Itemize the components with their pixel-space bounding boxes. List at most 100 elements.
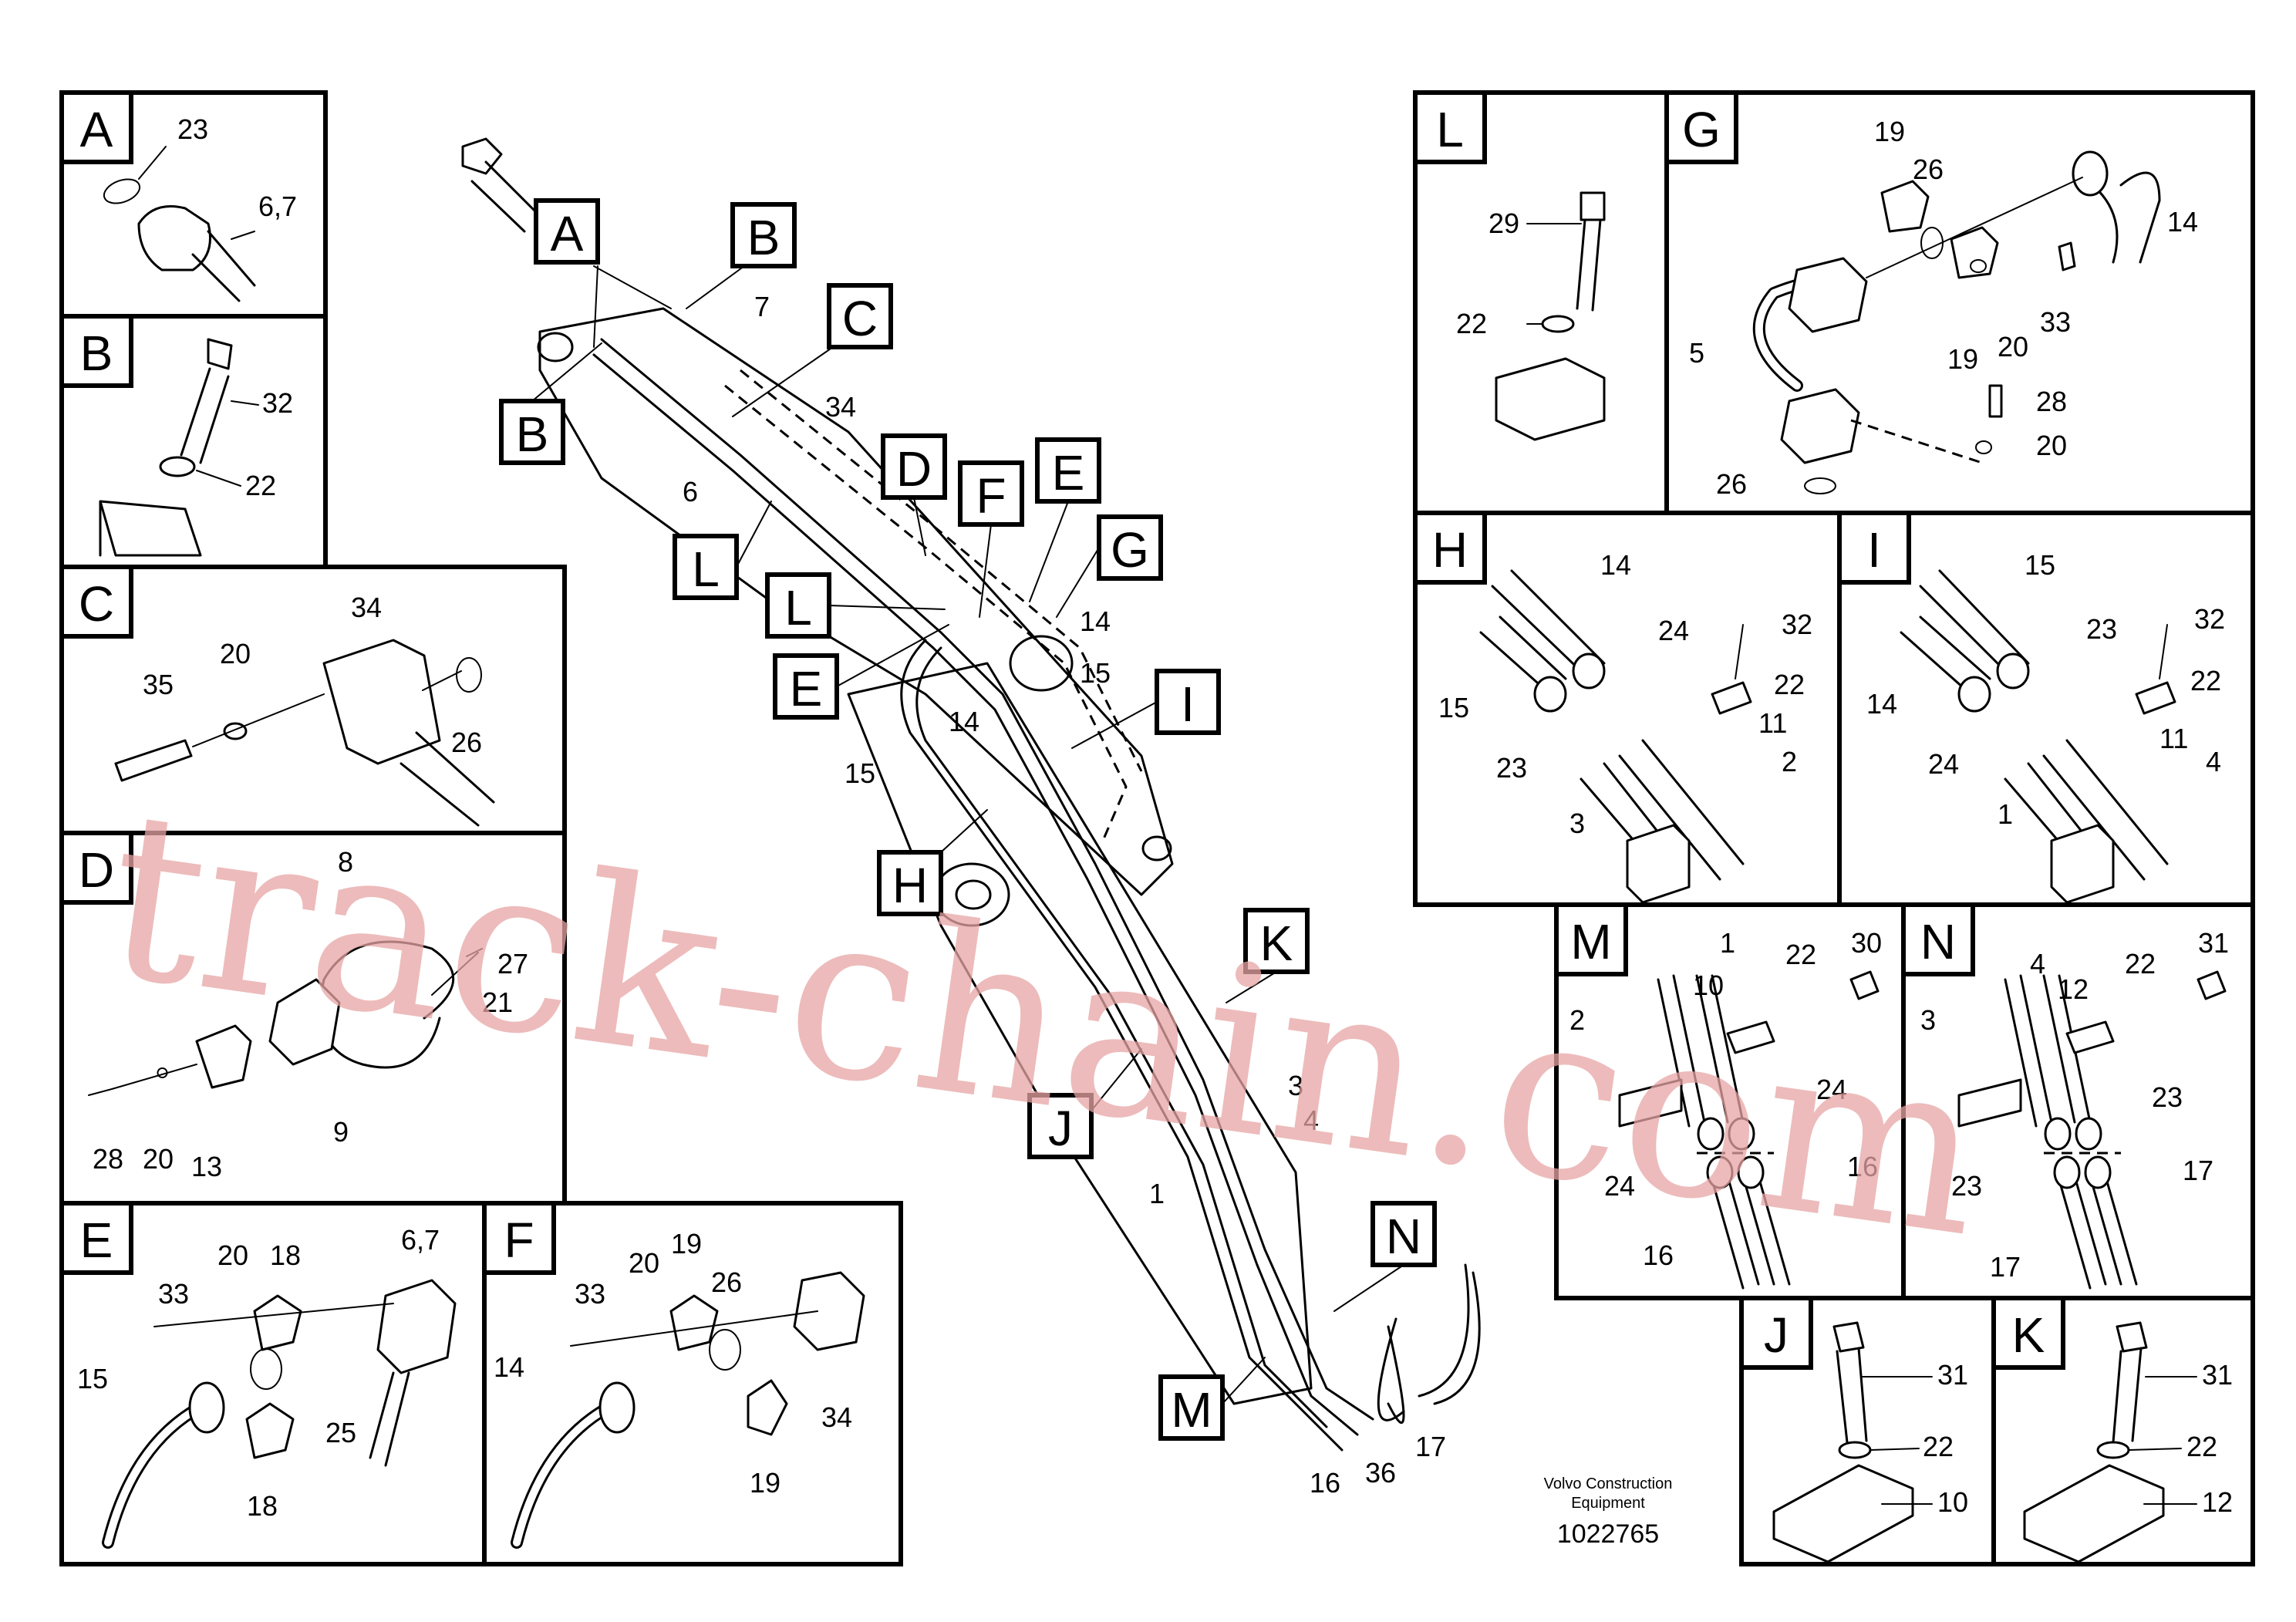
callout: 2 — [1569, 1004, 1585, 1036]
callout: 15 — [2025, 549, 2055, 581]
callout: 1 — [1720, 927, 1735, 959]
callout: 26 — [1913, 153, 1944, 185]
tag-k: K — [1260, 916, 1293, 971]
detail-panel-g: G 19 26 14 5 19 20 33 28 20 26 — [1664, 90, 2255, 515]
callout: 24 — [1658, 615, 1689, 646]
callout: 17 — [2183, 1155, 2213, 1186]
company-name-line2: Equipment — [1571, 1495, 1645, 1512]
callout: 22 — [245, 470, 276, 501]
panel-tag: C — [79, 576, 114, 632]
callout: 21 — [482, 986, 513, 1018]
callout: 22 — [2125, 948, 2156, 980]
callout: 22 — [1456, 308, 1487, 339]
callout: 24 — [1604, 1170, 1635, 1202]
callout: 3 — [1920, 1004, 1936, 1036]
callout: 3 — [1288, 1070, 1303, 1101]
callout: 31 — [1937, 1359, 1968, 1391]
tag-j: J — [1048, 1101, 1073, 1156]
callout: 1 — [1998, 798, 2013, 830]
callout: 32 — [2194, 603, 2225, 635]
callout: 36 — [1365, 1457, 1396, 1489]
main-boom-assembly — [461, 137, 1481, 1452]
panel-tag: E — [80, 1212, 113, 1268]
callout: 1 — [1149, 1178, 1165, 1209]
callout: 33 — [158, 1278, 189, 1310]
panel-tag: J — [1764, 1307, 1789, 1363]
callout: 7 — [754, 291, 770, 322]
callout: 22 — [2190, 665, 2221, 696]
detail-panel-h: H 14 24 32 15 22 11 23 2 3 — [1413, 511, 1842, 907]
tag-b: B — [747, 210, 781, 265]
callout: 5 — [1689, 337, 1704, 369]
callout: 3 — [1569, 808, 1585, 839]
detail-panel-n: N 4 31 3 12 22 23 23 17 17 — [1901, 902, 2255, 1300]
callout: 2 — [1782, 746, 1797, 777]
callout: 10 — [1693, 969, 1724, 1001]
detail-panel-j: J 31 22 10 — [1739, 1296, 1996, 1566]
detail-panel-l: L 29 22 — [1413, 90, 1669, 515]
callout: 23 — [1951, 1170, 1982, 1202]
tag-h: H — [892, 858, 928, 913]
callout: 4 — [2030, 948, 2045, 980]
callout: 26 — [451, 727, 482, 758]
tag-d: D — [896, 441, 932, 497]
detail-panel-a: A 23 6,7 — [59, 90, 328, 319]
callout: 16 — [1643, 1239, 1674, 1271]
callout: 35 — [143, 669, 174, 700]
detail-panel-b: B 32 22 — [59, 314, 328, 569]
callout: 6,7 — [258, 191, 297, 222]
tag-m: M — [1171, 1382, 1212, 1438]
panel-tag: A — [80, 102, 113, 157]
callout: 14 — [2167, 206, 2198, 238]
callout: 15 — [845, 757, 875, 789]
callout: 32 — [262, 387, 293, 419]
callout: 24 — [1928, 748, 1959, 780]
callout: 20 — [220, 638, 251, 669]
callout: 12 — [2202, 1486, 2233, 1518]
company-name: Volvo Construction — [1544, 1475, 1673, 1492]
callout: 23 — [177, 113, 208, 145]
callout: 11 — [1758, 707, 1787, 739]
panel-tag: K — [2012, 1307, 2045, 1363]
callout: 20 — [2036, 430, 2067, 461]
callout: 28 — [2036, 386, 2067, 417]
tag-i: I — [1181, 676, 1195, 732]
callout: 20 — [143, 1143, 174, 1175]
panel-tag: B — [80, 325, 113, 381]
callout: 9 — [333, 1116, 349, 1148]
callout: 18 — [270, 1239, 301, 1271]
panel-tag: D — [79, 842, 114, 898]
tag-g: G — [1111, 522, 1149, 578]
panel-tag: M — [1570, 914, 1611, 969]
callout: 14 — [494, 1351, 524, 1383]
callout: 22 — [2186, 1431, 2217, 1462]
callout: 11 — [2159, 723, 2188, 754]
detail-panel-k: K 31 22 12 — [1991, 1296, 2255, 1566]
callout: 4 — [1303, 1104, 1319, 1136]
callout: 10 — [1937, 1486, 1968, 1518]
callout: 23 — [2086, 613, 2117, 645]
detail-panel-f: F 33 20 19 26 14 34 19 — [482, 1201, 903, 1566]
callout: 14 — [1080, 605, 1111, 637]
callout: 12 — [2058, 973, 2089, 1005]
main-tags: A B B C D F E G L L E I H K J N M — [499, 198, 1437, 1441]
tag-e: E — [1052, 445, 1085, 501]
callout: 23 — [1496, 752, 1527, 784]
callout: 14 — [1600, 549, 1631, 581]
panel-tag: L — [1436, 102, 1464, 157]
callout: 14 — [949, 706, 979, 737]
tag-l: L — [692, 541, 720, 597]
callout: 20 — [1998, 331, 2028, 363]
callout: 34 — [821, 1401, 852, 1433]
callout: 27 — [497, 948, 528, 980]
document-number: 1022765 — [1557, 1519, 1659, 1549]
callout: 22 — [1923, 1431, 1954, 1462]
callout: 33 — [575, 1278, 605, 1310]
callout: 18 — [247, 1490, 278, 1522]
callout: 28 — [93, 1143, 123, 1175]
callout: 6 — [683, 476, 698, 508]
callout: 16 — [1310, 1467, 1340, 1499]
callout: 20 — [217, 1239, 248, 1271]
callout: 4 — [2206, 746, 2221, 777]
